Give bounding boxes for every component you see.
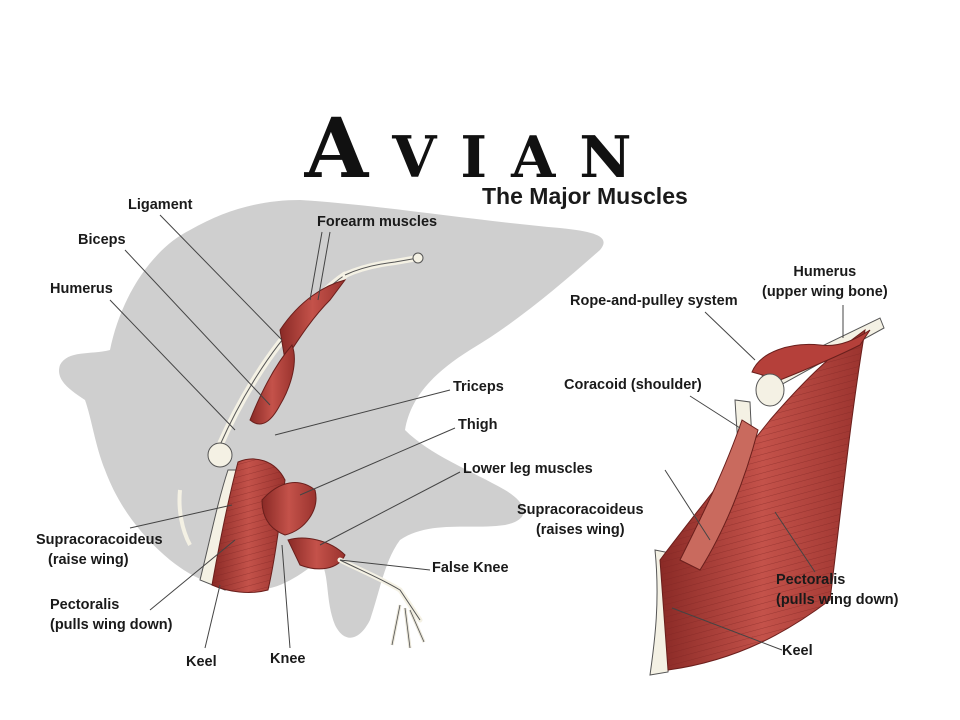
label-pectoralis-left-line1: Pectoralis (50, 597, 120, 613)
slide-title: Avian (304, 101, 656, 197)
label-keel-left: Keel (186, 654, 217, 670)
label-supracoracoideus-left-line1: Supracoracoideus (36, 532, 163, 548)
label-supracoracoideus-left: Supracoracoideus (raise wing) (36, 530, 163, 570)
left-body-muscles (177, 458, 426, 649)
label-knee: Knee (270, 651, 306, 667)
label-humerus-right: Humerus (upper wing bone) (762, 262, 888, 302)
label-forearm-muscles: Forearm muscles (317, 214, 438, 230)
label-humerus-left: Humerus (50, 281, 113, 297)
label-rope-and-pulley: Rope-and-pulley system (570, 293, 738, 309)
label-humerus-right-line1: Humerus (793, 264, 857, 280)
diagram-title: The Major Muscles (482, 183, 688, 209)
label-pectoralis-left: Pectoralis (pulls wing down) (50, 595, 172, 635)
label-keel-right: Keel (782, 643, 813, 659)
label-pectoralis-right-line1: Pectoralis (776, 572, 846, 588)
label-biceps: Biceps (78, 232, 126, 248)
left-wing-skeleton (207, 252, 424, 468)
label-supracoracoideus-right-line1: Supracoracoideus (517, 502, 644, 518)
label-supracoracoideus-right-line2: (raises wing) (535, 522, 625, 538)
label-supracoracoideus-right: Supracoracoideus (raises wing) (517, 500, 644, 540)
label-false-knee: False Knee (432, 560, 509, 576)
label-pectoralis-left-line2: (pulls wing down) (50, 617, 173, 633)
right-leader-lines (664, 305, 844, 651)
label-humerus-right-line2: (upper wing bone) (762, 284, 888, 300)
label-pectoralis-right: Pectoralis (pulls wing down) (776, 570, 898, 610)
label-lower-leg-muscles: Lower leg muscles (463, 461, 593, 477)
left-leader-lines (109, 214, 461, 649)
label-ligament: Ligament (128, 197, 193, 213)
label-coracoid: Coracoid (shoulder) (564, 377, 702, 393)
label-supracoracoideus-left-line2: (raise wing) (48, 552, 129, 568)
label-triceps: Triceps (453, 379, 504, 395)
bird-silhouette (59, 200, 604, 638)
label-pectoralis-right-line2: (pulls wing down) (776, 592, 899, 608)
label-thigh: Thigh (458, 417, 498, 433)
right-shoulder-detail (649, 317, 885, 676)
